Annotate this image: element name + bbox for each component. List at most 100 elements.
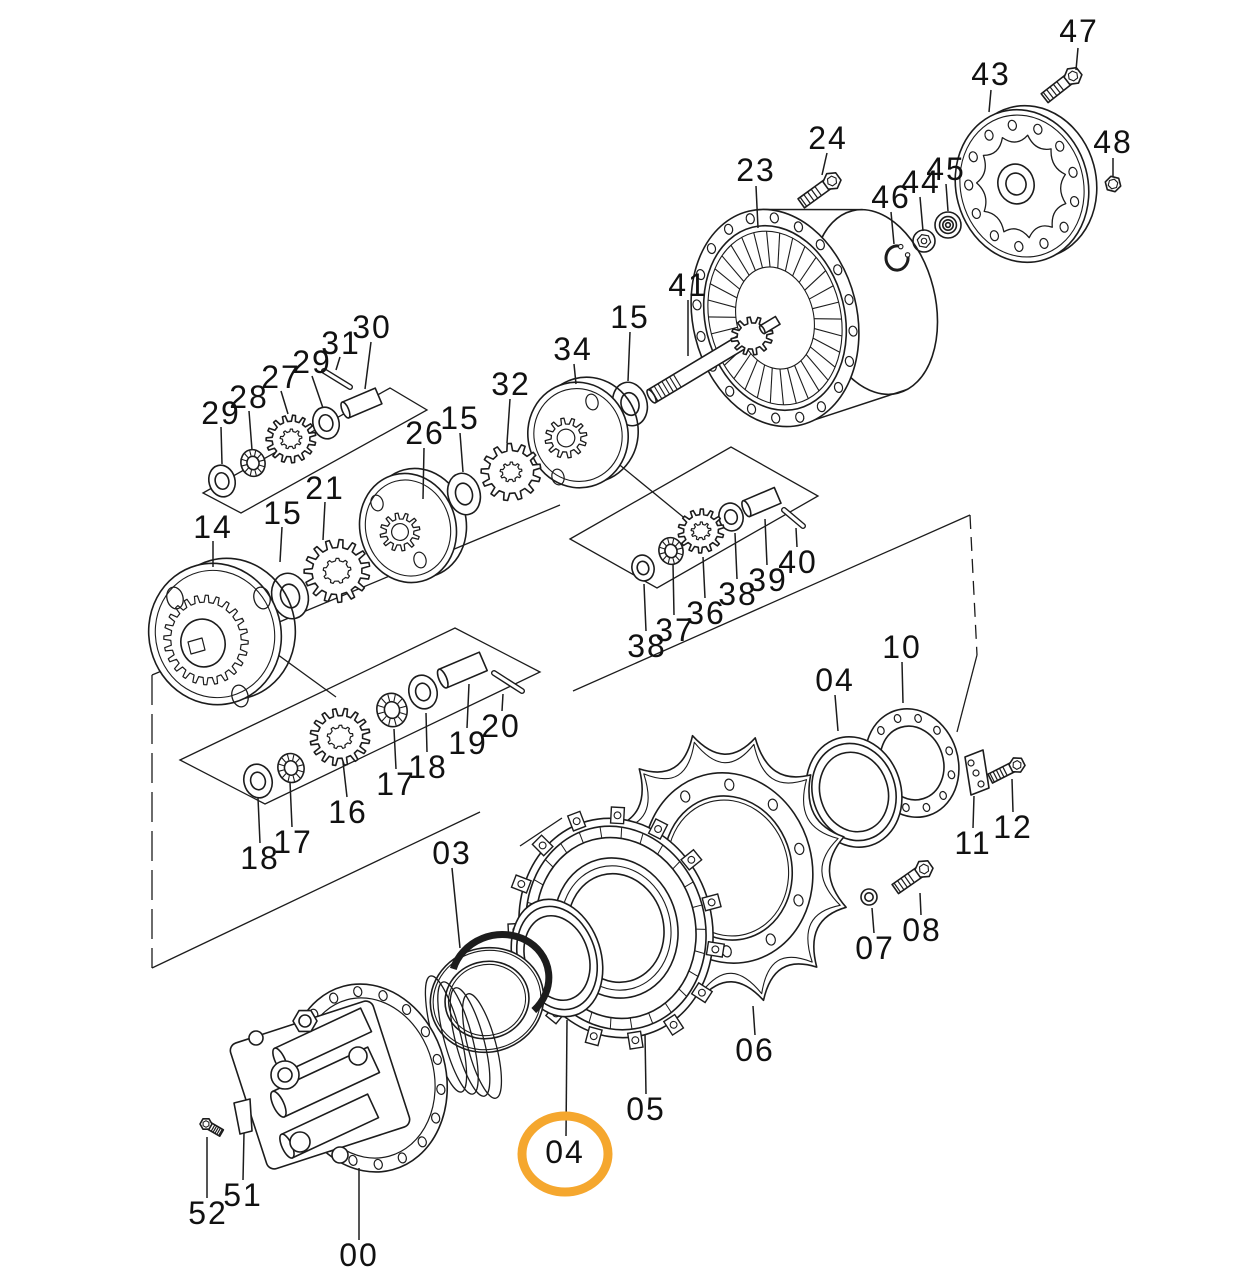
part-label-11-39: 11 — [954, 825, 991, 861]
part-47-bolt — [1040, 66, 1083, 104]
leader-line-31-13 — [335, 356, 341, 371]
part-label-18-36: 18 — [240, 840, 280, 876]
leader-line-47-0 — [1075, 47, 1079, 71]
part-label-18-33: 18 — [408, 749, 448, 785]
part-00-motor — [229, 975, 503, 1173]
leader-line-36-25 — [702, 556, 706, 599]
part-label-29-14: 29 — [292, 344, 332, 380]
leader-line-37-24 — [672, 563, 675, 616]
part-40-pin — [781, 507, 806, 529]
leader-line-29-14 — [311, 375, 324, 409]
leader-line-07-41 — [871, 907, 875, 934]
part-21-gear — [303, 538, 371, 604]
leader-line-23-4 — [755, 185, 759, 229]
part-17-bearing — [376, 692, 408, 728]
part-label-32-11: 32 — [491, 366, 531, 402]
part-23-drum — [690, 208, 939, 428]
part-label-51-47: 51 — [223, 1177, 263, 1213]
part-20-pin — [491, 670, 525, 694]
part-label-44-5: 44 — [901, 164, 941, 200]
part-label-04-30: 04 — [815, 662, 855, 698]
leader-line-38-26 — [734, 532, 738, 580]
part-label-06-43: 06 — [735, 1032, 775, 1068]
box-left-bottom — [151, 811, 481, 969]
leader-line-45-6 — [945, 183, 949, 212]
part-07-washer — [860, 888, 878, 906]
part-39-capsule — [741, 486, 782, 518]
leader-line-51-47 — [242, 1132, 245, 1181]
part-label-34-10: 34 — [553, 331, 593, 367]
part-11-plate — [964, 749, 990, 796]
leader-line-11-39 — [972, 795, 975, 829]
leader-line-15-21 — [279, 526, 283, 563]
part-label-46-7: 46 — [871, 179, 911, 215]
part-label-26-18: 26 — [405, 415, 445, 451]
part-18-washer — [407, 674, 439, 710]
part-32-gear — [480, 442, 542, 502]
leader-line-29-17 — [220, 426, 223, 465]
leader-line-21-20 — [322, 501, 326, 541]
part-19-capsule — [436, 651, 489, 689]
leader-line-27-15 — [280, 390, 289, 415]
part-label-41-8: 41 — [668, 267, 708, 303]
part-label-15-9: 15 — [610, 299, 650, 335]
part-37-bearing — [658, 536, 684, 566]
part-51-bracket — [233, 1098, 253, 1135]
part-label-12-40: 12 — [993, 809, 1033, 845]
leader-line-15-19 — [459, 432, 464, 473]
part-26-carrier — [358, 467, 468, 584]
part-15-washer — [446, 472, 482, 516]
part-label-31-13: 31 — [321, 325, 361, 361]
leader-line-26-18 — [422, 447, 425, 500]
part-18-washer — [242, 763, 274, 799]
part-41-shaft — [646, 315, 781, 404]
leader-line-19-34 — [466, 683, 470, 729]
leader-line-40-28 — [795, 527, 798, 548]
part-16-gear — [309, 707, 371, 767]
part-label-36-25: 36 — [686, 595, 726, 631]
part-label-38-23: 38 — [627, 628, 667, 664]
part-label-14-22: 14 — [193, 509, 233, 545]
part-label-45-6: 45 — [926, 151, 966, 187]
leader-line-05-44 — [644, 1033, 647, 1095]
part-29-washer — [207, 464, 237, 498]
part-12-bolt — [987, 757, 1026, 784]
leader-line-08-42 — [919, 892, 922, 916]
part-label-20-35: 20 — [481, 708, 521, 744]
highlight-ellipse — [517, 1111, 613, 1197]
part-label-10-29: 10 — [882, 629, 922, 665]
part-27-gear — [265, 414, 317, 464]
part-label-27-15: 27 — [261, 359, 301, 395]
link-34-36 — [609, 456, 694, 526]
part-label-16-31: 16 — [328, 794, 368, 830]
part-24-bolt — [797, 172, 842, 209]
leader-line-17-32 — [393, 728, 397, 770]
part-30-capsule — [340, 387, 383, 419]
part-29-washer — [311, 406, 341, 440]
part-label-37-24: 37 — [655, 612, 695, 648]
part-label-28-16: 28 — [229, 379, 269, 415]
part-label-03-38: 03 — [432, 835, 472, 871]
part-label-24-3: 24 — [808, 120, 848, 156]
part-17-bearing — [277, 752, 305, 784]
part-52-bolt — [199, 1118, 225, 1137]
part-label-17-32: 17 — [376, 766, 416, 802]
leader-line-38-23 — [643, 583, 647, 632]
leader-line-18-33 — [425, 712, 428, 753]
part-28-bearing — [240, 448, 266, 478]
leader-line-32-11 — [506, 398, 511, 444]
leader-line-46-7 — [890, 211, 895, 245]
part-label-07-41: 07 — [855, 930, 895, 966]
leader-line-03-38 — [451, 867, 461, 949]
leader-line-10-29 — [901, 661, 904, 704]
leader-line-15-9 — [627, 331, 631, 382]
leader-line-28-16 — [248, 410, 253, 451]
leader-line-06-43 — [752, 1005, 756, 1036]
box-right-top — [572, 514, 971, 692]
leader-line-04-30 — [834, 694, 839, 732]
part-label-48-2: 48 — [1093, 124, 1133, 160]
part-label-52-46: 52 — [188, 1195, 228, 1231]
part-label-30-12: 30 — [352, 309, 392, 345]
